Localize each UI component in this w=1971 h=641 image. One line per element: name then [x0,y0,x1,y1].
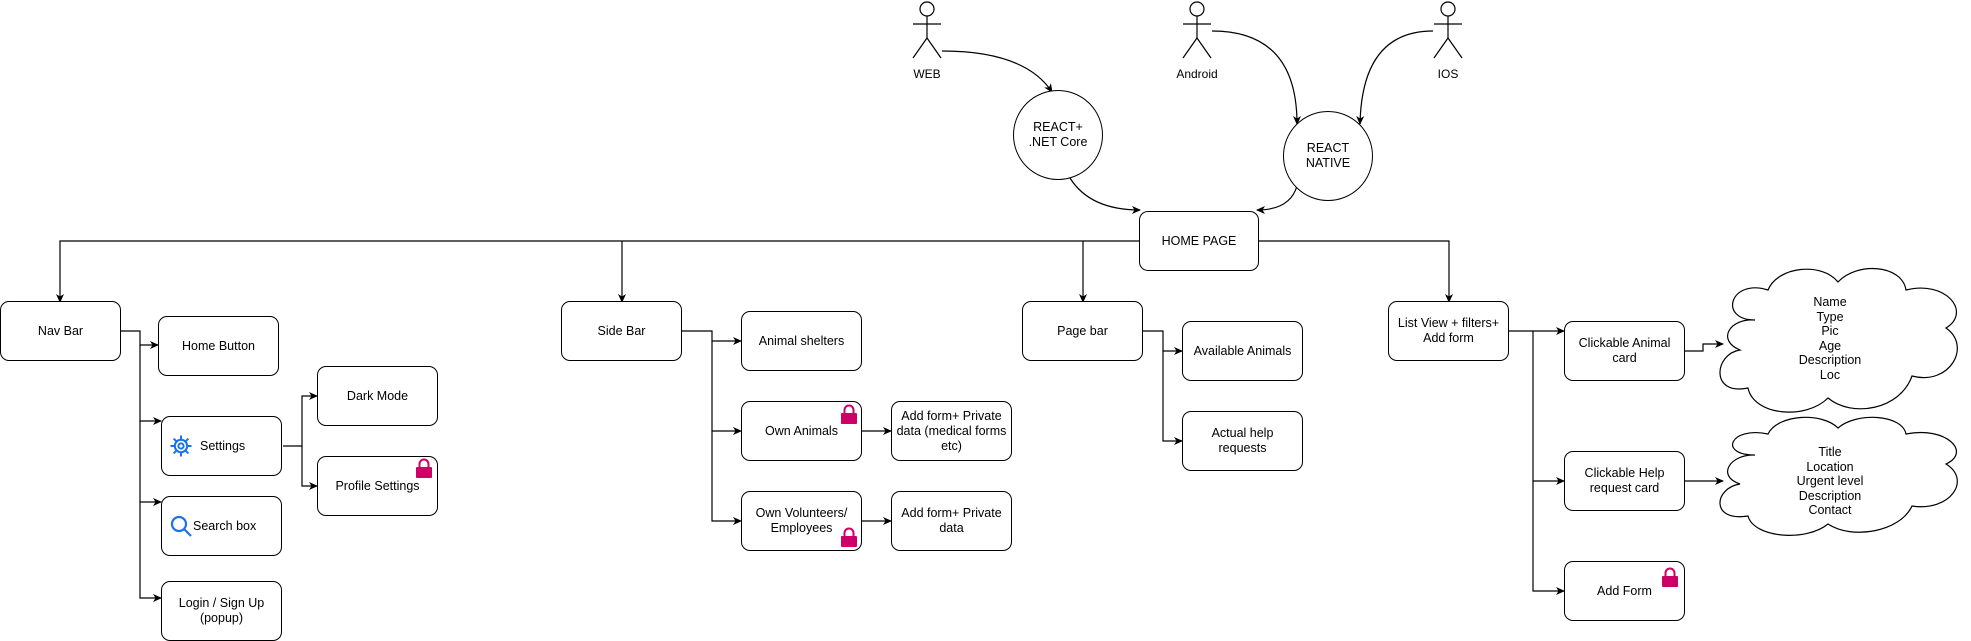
edge-page-available [1143,330,1183,355]
cloud-help-fields-shape [1719,416,1958,536]
list-view-node: List View + filters+ Add form [1388,301,1509,361]
animal-card-fields: Name Type Pic Age Description Loc [1798,295,1862,382]
settings-node: Settings [161,416,282,476]
page-bar-node: Page bar [1022,301,1143,361]
edge-nav-home-button [120,330,159,349]
edge-side-own-volunteers [711,431,742,525]
actor-web-figure [912,1,942,59]
lock-icon-own-animals [841,404,857,424]
own-animals-node: Own Animals [741,401,862,461]
edge-page-help-requests [1162,351,1183,445]
side-bar-node: Side Bar [561,301,682,361]
profile-settings-node: Profile Settings [317,456,438,516]
help-card-fields: Title Location Urgent level Description … [1796,445,1864,517]
edge-side-shelters [682,330,742,345]
actor-android-label: Android [1176,67,1218,81]
cloud-animal-fields-shape [1719,268,1958,413]
edge-settings-profile [301,446,318,490]
dark-mode-node: Dark Mode [317,366,438,426]
animal-shelters-node: Animal shelters [741,311,862,371]
edge-nav-login [139,502,162,602]
help-card-node: Clickable Help request card [1564,451,1685,511]
edge-settings-dark-mode [283,392,318,447]
own-volunteers-form-node: Add form+ Private data [891,491,1012,551]
home-button-node: Home Button [158,316,279,376]
platform-react-net: REACT+ .NET Core [1013,90,1103,180]
search-box-node: Search box [161,496,282,556]
settings-label: Settings [200,438,246,453]
actor-web-label: WEB [913,67,941,81]
lock-icon-add-form [1662,567,1678,587]
actor-android-figure [1182,1,1212,59]
edge-side-own-animals [711,341,742,435]
edge-android-to-react-native [1211,30,1301,125]
login-node: Login / Sign Up (popup) [161,581,282,641]
edge-animal-card-to-fields [1685,340,1724,352]
add-form-node: Add Form [1564,561,1685,621]
available-animals-node: Available Animals [1182,321,1303,381]
home-page-node: HOME PAGE [1139,211,1259,271]
help-requests-node: Actual help requests [1182,411,1303,471]
edge-home-to-list-view [1257,240,1453,303]
search-icon [170,515,192,537]
edge-list-help-card [1532,331,1565,485]
edge-ios-to-react-native [1356,30,1434,125]
edge-react-net-to-home [1069,177,1141,214]
own-animals-form-node: Add form+ Private data (medical forms et… [891,401,1012,461]
edge-react-native-to-home [1256,185,1298,214]
gear-icon [170,435,192,457]
edge-web-to-react-net [941,50,1053,93]
platform-react-native: REACT NATIVE [1283,111,1373,201]
actor-ios-figure [1433,1,1463,59]
edge-home-bus-left [56,240,1140,303]
nav-bar-node: Nav Bar [0,301,121,361]
search-box-label: Search box [193,518,257,533]
animal-card-node: Clickable Animal card [1564,321,1685,381]
lock-icon-profile-settings [416,458,432,478]
edge-list-add-form [1532,481,1565,595]
lock-icon-own-volunteers [841,527,857,547]
actor-ios-label: IOS [1437,67,1459,81]
edge-nav-search [139,421,162,506]
